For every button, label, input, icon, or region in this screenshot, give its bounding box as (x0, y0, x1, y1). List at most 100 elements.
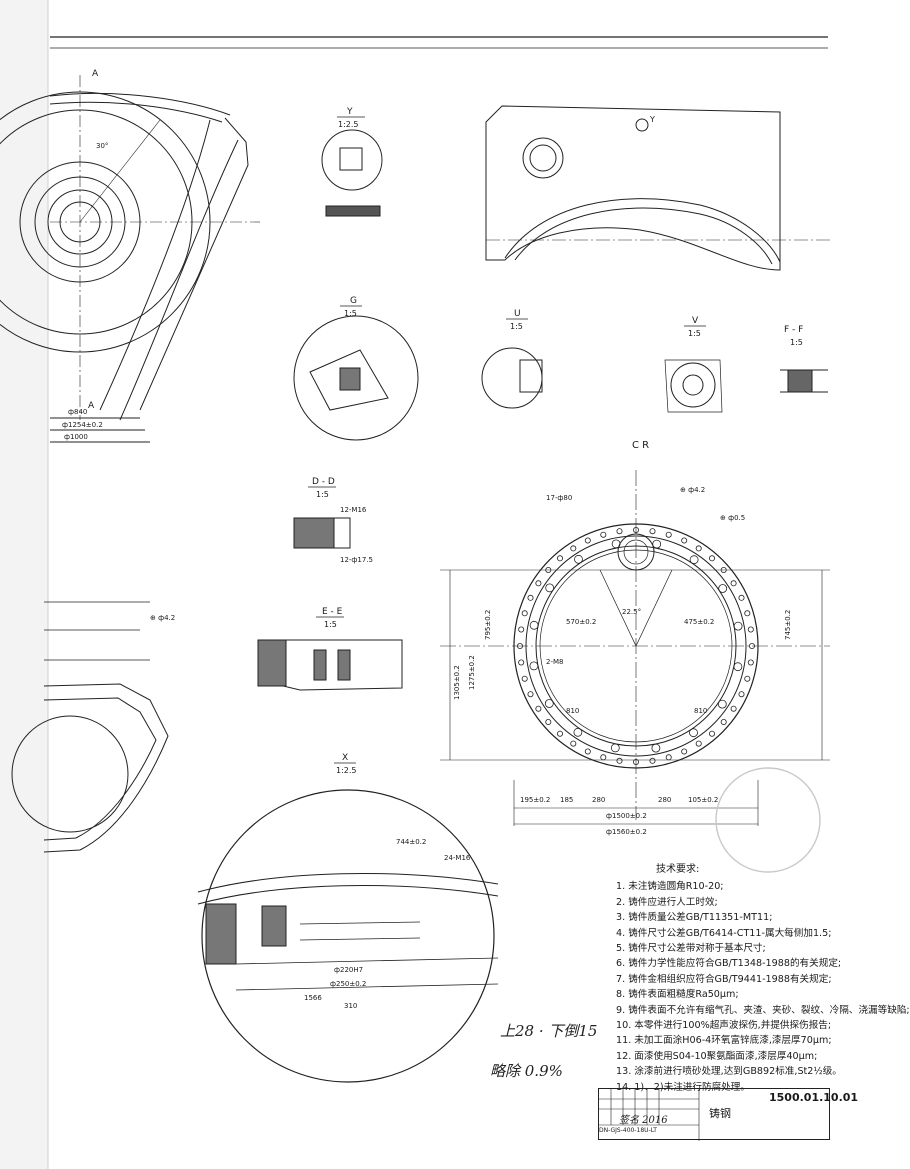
inner-hole (611, 539, 621, 549)
main-view-top-left (0, 75, 260, 443)
title-block-subtitle: DN-GJS-400-18U-LT (599, 1127, 657, 1134)
inner-hole (544, 699, 554, 708)
dim-570: 570±0.2 (566, 618, 596, 626)
bolt-hole (738, 594, 745, 601)
dim-12-m16: 12-M16 (340, 506, 367, 514)
bolt-hole (749, 643, 756, 650)
title-block-grid (599, 1089, 700, 1141)
dim-475: 475±0.2 (684, 618, 714, 626)
bolt-hole (616, 757, 623, 764)
bolt-hole (738, 691, 745, 698)
bolt-hole (616, 528, 623, 535)
dim-105: 105±0.2 (688, 796, 718, 804)
bolt-hole (570, 545, 577, 552)
section-ee-scale: 1:5 (324, 620, 337, 629)
bolt-hole (744, 610, 751, 617)
bolt-hole (545, 567, 552, 574)
note-item: 6. 铸件力学性能应符合GB/T1348-1988的有关规定; (616, 958, 842, 970)
section-ee-label: E - E (322, 607, 343, 617)
section-dd-drawing (293, 517, 351, 549)
dim-12-d17-5: 12-ф17.5 (340, 556, 373, 564)
dim-795: 795±0.2 (484, 610, 492, 640)
inner-hole (529, 661, 539, 671)
dim-310: 310 (344, 1002, 357, 1010)
detail-y-drawing (321, 129, 383, 217)
note-item: 1. 未注铸造圆角R10-20; (616, 881, 724, 893)
note-item: 3. 铸件质量公差GB/T11351-MT11; (616, 912, 773, 924)
inner-hole (733, 662, 743, 672)
detail-g-scale: 1:5 (344, 309, 357, 318)
inner-hole (573, 727, 583, 737)
view-y-marker: Y (649, 115, 655, 124)
inner-hole (610, 743, 620, 753)
section-a-top-label: A (92, 69, 99, 79)
section-ff-label: F - F (784, 325, 803, 335)
dim-744: 744±0.2 (396, 838, 426, 846)
bolt-hole (527, 691, 534, 698)
dim-1305: 1305±0.2 (453, 665, 461, 700)
engineering-drawing-sheet: A A ф840 ф1254±0.2 ф1000 30° Y 1:2.5 Y G… (0, 0, 830, 1169)
bolt-hole (633, 527, 640, 534)
note-item: 9. 铸件表面不允许有缩气孔、夹渣、夹砂、裂纹、冷隔、浇漏等缺陷; (616, 1004, 910, 1016)
dim-280-left: 280 (592, 796, 605, 804)
section-ff-scale: 1:5 (790, 338, 803, 347)
title-block: 签名 2016 铸钢 1500.01.10.01 DN-GJS-400-18U-… (598, 1088, 858, 1141)
dim-d1500: ф1500±0.2 (606, 812, 647, 820)
bolt-hole (730, 705, 737, 712)
bolt-hole (720, 567, 727, 574)
bolt-hole (600, 531, 607, 538)
inner-hole (652, 539, 662, 549)
detail-x-label: X (342, 753, 348, 763)
bolt-hole (518, 626, 525, 633)
dim-d1560: ф1560±0.2 (606, 828, 647, 836)
note-item: 10. 本零件进行100%超声波探伤,并提供探伤报告; (616, 1020, 832, 1032)
section-a-bottom-label: A (88, 401, 95, 411)
angle-30: 30° (96, 142, 108, 150)
tol-d4-2-top: ⊕ ф4.2 (680, 486, 705, 494)
bolt-hole (649, 757, 656, 764)
note-item: 4. 铸件尺寸公差GB/T6414-CT11-属大每侧加1.5; (616, 927, 832, 939)
bolt-hole (521, 675, 528, 682)
section-dd-scale: 1:5 (316, 490, 329, 499)
bolt-hole (681, 537, 688, 544)
dim-d1000: ф1000 (64, 433, 88, 441)
bolt-hole (695, 545, 702, 552)
bolt-hole (649, 528, 656, 535)
bolt-hole (744, 675, 751, 682)
bolt-hole (747, 659, 754, 666)
dim-195: 195±0.2 (520, 796, 550, 804)
bolt-hole (584, 748, 591, 755)
bolt-hole (633, 759, 640, 766)
dim-810-left: 810 (566, 707, 579, 715)
section-ee-drawing (257, 639, 403, 691)
bolt-hole (600, 754, 607, 761)
detail-g-drawing (293, 315, 419, 441)
bolt-hole (695, 740, 702, 747)
detail-v-scale: 1:5 (688, 329, 701, 338)
inner-hole (651, 743, 661, 753)
dim-1275: 1275±0.2 (468, 655, 476, 690)
dim-d250: ф250±0.2 (330, 980, 366, 988)
title-block-material: 铸钢 (709, 1107, 731, 1120)
detail-g-label: G (350, 296, 357, 306)
note-item: 7. 铸件金相组织应符合GB/T9441-1988有关规定; (616, 973, 832, 985)
bolt-hole (557, 730, 564, 737)
detail-u-scale: 1:5 (510, 322, 523, 331)
note-item: 8. 铸件表面粗糙度Ra50μm; (616, 989, 739, 1001)
note-item: 5. 铸件尺寸公差带对称于基本尺寸; (616, 943, 766, 955)
view-cr-label: C R (632, 440, 649, 451)
bolt-hole (730, 580, 737, 587)
section-ff-drawing (780, 369, 828, 393)
inner-hole (689, 728, 698, 738)
bolt-hole (570, 740, 577, 747)
detail-y-scale: 1:2.5 (338, 120, 359, 129)
detail-v-label: V (692, 316, 699, 326)
note-item: 12. 面漆使用S04-10聚氨酯面漆,漆层厚40μm; (616, 1050, 818, 1062)
inner-hole (545, 583, 555, 593)
note-item: 14. 1)、2)未注进行防腐处理。 (616, 1081, 750, 1093)
note-item: 11. 未加工面涂H06-4环氧富锌底漆,漆层厚70μm; (616, 1035, 832, 1047)
dim-185: 185 (560, 796, 573, 804)
top-right-view (485, 105, 830, 271)
inner-hole (689, 555, 699, 565)
title-block-signature: 签名 2016 (619, 1115, 668, 1126)
